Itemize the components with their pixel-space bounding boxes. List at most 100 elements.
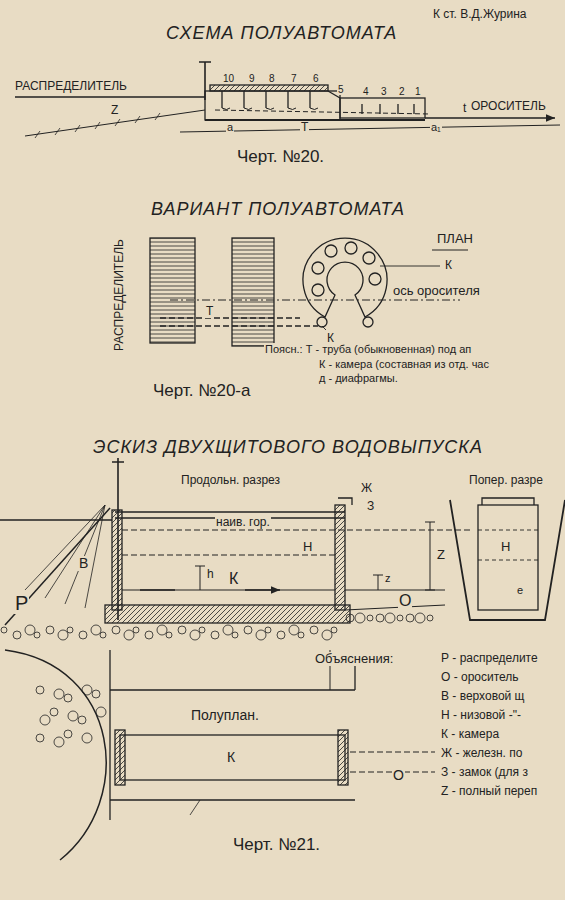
note-text: д - диафрагмы.	[318, 372, 399, 384]
ink-stroke	[335, 505, 345, 610]
drawing-label: Объяснения:	[314, 652, 394, 666]
ink-stroke	[160, 318, 318, 326]
callout-number: 3	[380, 86, 388, 97]
ink-stroke	[91, 625, 101, 635]
ink-stroke	[166, 632, 172, 638]
drawing-label: РАСПРЕДЕЛИТЕЛЬ	[14, 80, 128, 93]
ink-stroke	[36, 686, 44, 694]
drawing-label: К	[228, 570, 239, 588]
ink-stroke	[67, 627, 73, 633]
ink-stroke	[289, 625, 299, 635]
ink-stroke	[312, 262, 324, 274]
ink-stroke	[338, 498, 352, 505]
drawing-label: Ж	[360, 482, 373, 495]
ink-stroke	[215, 110, 430, 114]
legend-text: К - камера	[440, 728, 500, 741]
ink-stroke	[68, 711, 78, 721]
ink-stroke	[5, 650, 106, 860]
ink-stroke	[78, 716, 86, 724]
legend-text: З - замок (для з	[440, 766, 529, 779]
drawing-label: О	[392, 768, 405, 783]
drawing-label: К	[226, 750, 236, 765]
ink-stroke	[277, 631, 285, 639]
ink-stroke	[25, 505, 105, 608]
note-text: Поясн.: Т - труба (обыкновенная) под ап	[264, 343, 472, 355]
note-text: К - камера (составная из отд. час	[318, 358, 490, 370]
callout-number: 1	[414, 86, 422, 97]
ink-stroke	[190, 630, 200, 640]
callout-number: 6	[312, 73, 320, 84]
drawing-label: О	[398, 592, 412, 610]
drawing-label: Продольн. разрез	[180, 474, 281, 487]
ink-stroke	[340, 98, 425, 118]
ink-stroke	[1, 627, 7, 633]
ink-stroke	[482, 498, 534, 505]
ink-stroke	[376, 614, 384, 622]
ink-stroke	[79, 631, 87, 639]
ink-stroke	[46, 626, 54, 634]
ink-stroke	[82, 685, 92, 695]
drawing-label: Н	[500, 540, 511, 554]
ink-stroke	[199, 627, 205, 633]
legend-text: О - ороситель	[440, 671, 520, 684]
ink-stroke	[363, 317, 373, 327]
ink-stroke	[170, 300, 460, 301]
figure-20	[15, 62, 560, 138]
ink-stroke	[425, 117, 555, 118]
ink-stroke	[425, 522, 435, 590]
ink-stroke	[92, 690, 100, 698]
drawing-label: В	[78, 556, 89, 571]
ink-stroke	[369, 273, 381, 285]
ink-stroke	[450, 500, 565, 620]
legend-text: Р - распределите	[440, 652, 539, 665]
drawing-label: РАСПРЕДЕЛИТЕЛЬ	[113, 238, 126, 352]
drawing-label: ПЛАН	[436, 232, 474, 246]
ink-stroke	[256, 630, 266, 640]
callout-number: 4	[362, 86, 370, 97]
stone-texture	[1, 613, 433, 747]
ink-stroke	[120, 735, 345, 780]
figure-heading: ВАРИАНТ ПОЛУАВТОМАТА	[150, 200, 406, 220]
ink-stroke	[478, 530, 538, 560]
ink-stroke	[312, 284, 324, 296]
legend-text: Н - низовой -"-	[440, 709, 522, 722]
ink-stroke	[82, 733, 92, 743]
ink-stroke	[50, 708, 58, 716]
ink-stroke	[397, 615, 403, 621]
ink-stroke	[112, 455, 124, 620]
callout-number: 8	[268, 73, 276, 84]
ink-stroke	[5, 508, 110, 625]
ink-stroke	[109, 650, 110, 820]
ink-stroke	[345, 242, 357, 254]
ink-stroke	[124, 630, 134, 640]
ink-stroke	[317, 317, 327, 327]
drawing-label: ось оросителя	[392, 284, 481, 298]
drawing-label: наив. гор.	[215, 516, 271, 529]
ink-stroke	[265, 627, 271, 633]
ink-stroke	[331, 627, 337, 633]
ink-stroke	[478, 505, 538, 610]
ink-stroke	[346, 614, 354, 622]
ink-stroke	[190, 800, 200, 815]
ink-stroke	[115, 730, 125, 785]
ink-stroke	[13, 631, 21, 639]
ink-stroke	[36, 734, 44, 742]
ink-stroke	[223, 625, 233, 635]
ink-stroke	[178, 626, 186, 634]
figure-21-section	[0, 455, 565, 625]
ink-stroke	[112, 510, 122, 610]
drawing-label: Н	[302, 540, 313, 554]
ink-stroke	[140, 589, 280, 590]
ink-stroke	[15, 96, 205, 97]
ink-stroke	[406, 614, 414, 622]
ink-stroke	[322, 630, 332, 640]
callout-number: 5	[337, 84, 345, 95]
ink-stroke	[122, 590, 335, 591]
ink-stroke	[222, 91, 310, 108]
drawing-label: К	[444, 259, 453, 272]
figure-21-plan	[5, 650, 435, 860]
ink-stroke	[54, 737, 64, 747]
drawing-label: Полуплан.	[190, 708, 260, 723]
figure-heading: ЭСКИЗ ДВУХЩИТОВОГО ВОДОВЫПУСКА	[92, 438, 484, 458]
drawing-label: t	[462, 102, 467, 115]
